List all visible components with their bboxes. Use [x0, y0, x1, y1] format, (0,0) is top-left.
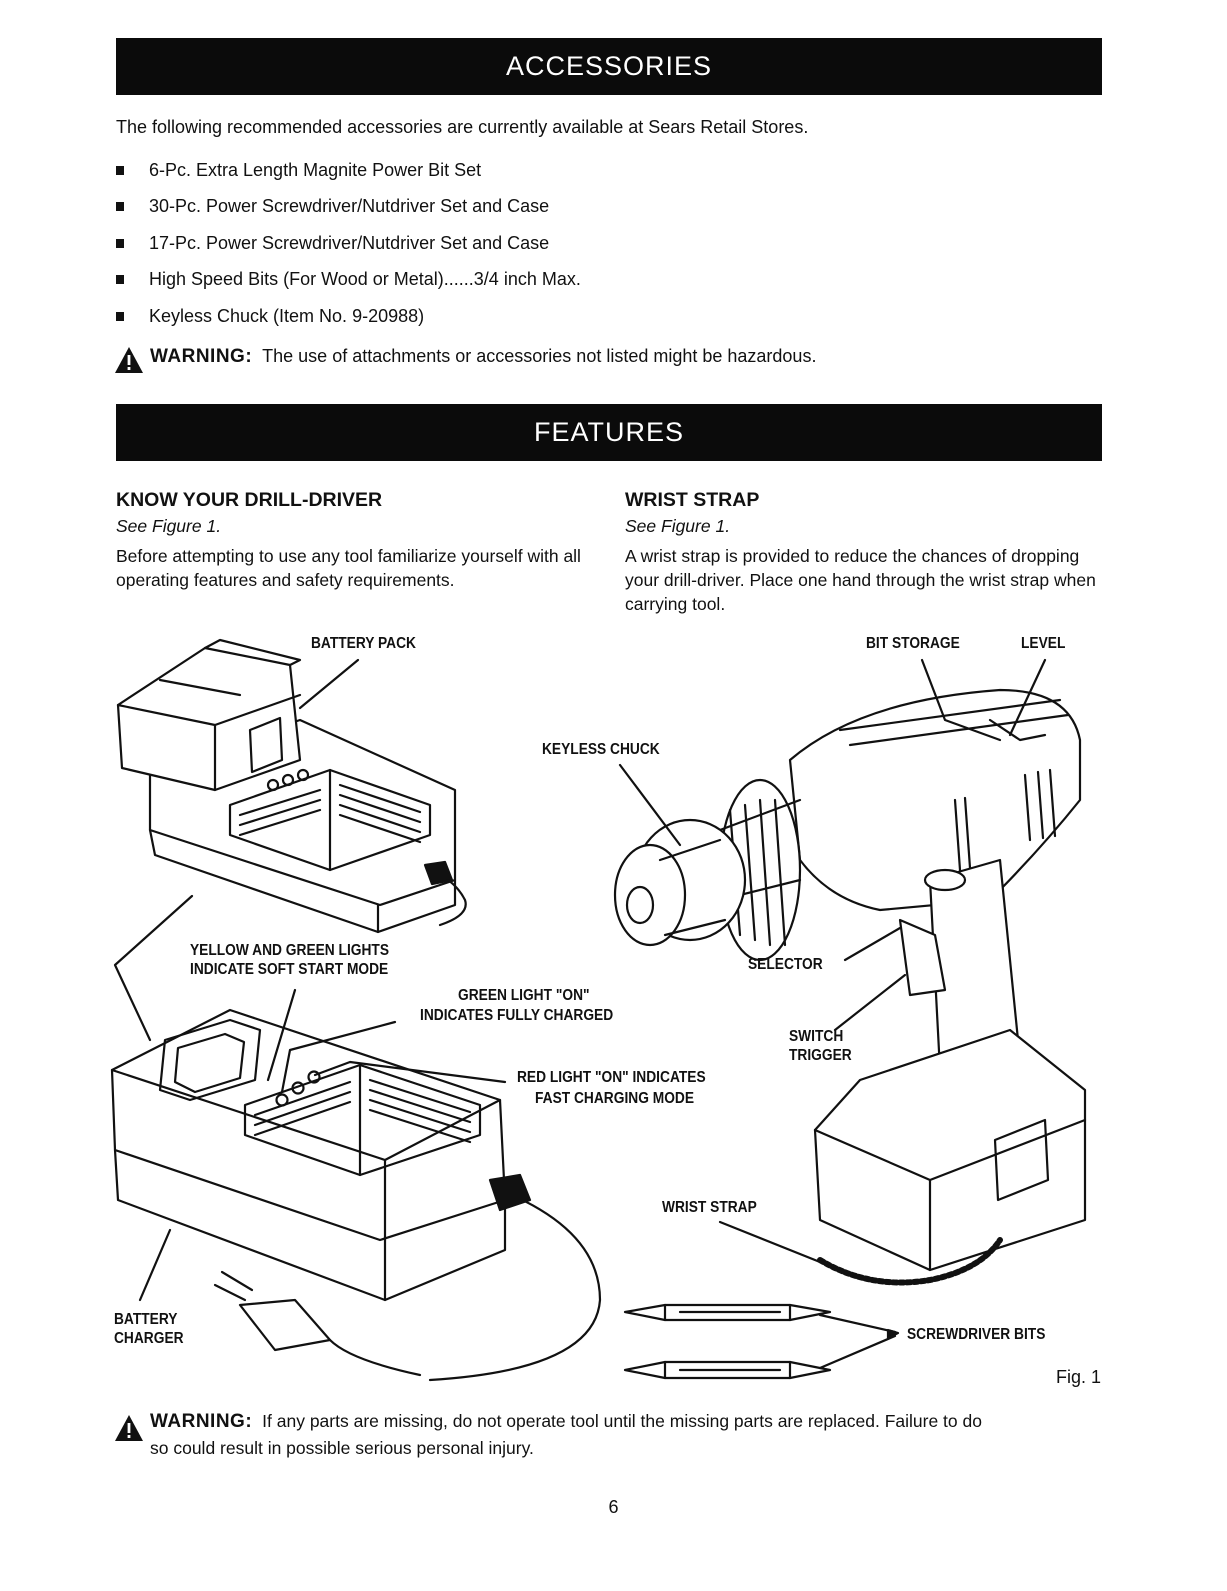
know-your-drill-section: KNOW YOUR DRILL-DRIVER See Figure 1. Bef…: [116, 486, 586, 592]
warning-label: WARNING:: [150, 346, 253, 367]
label-bit-storage: BIT STORAGE: [866, 635, 960, 652]
features-title: FEATURES: [533, 417, 684, 447]
label-fast-charging: FAST CHARGING MODE: [535, 1090, 695, 1107]
warning-label: WARNING:: [150, 1411, 253, 1432]
drill-driver-drawing: [613, 658, 1087, 1286]
list-item: 30-Pc. Power Screwdriver/Nutdriver Set a…: [116, 189, 581, 226]
screwdriver-bits-drawing: [623, 1303, 900, 1380]
label-wrist-strap: WRIST STRAP: [662, 1199, 757, 1216]
warning-text-line2: so could result in possible serious pers…: [150, 1438, 534, 1458]
bottom-warning: WARNING: If any parts are missing, do not…: [114, 1408, 982, 1461]
label-red-light: RED LIGHT "ON" INDICATES: [517, 1069, 706, 1086]
accessories-list: 6-Pc. Extra Length Magnite Power Bit Set…: [116, 152, 581, 335]
label-green-light: GREEN LIGHT "ON": [458, 987, 590, 1004]
figure-caption: Fig. 1: [1055, 1367, 1101, 1387]
label-screwdriver-bits: SCREWDRIVER BITS: [907, 1326, 1046, 1343]
battery-charger-drawing: [110, 894, 602, 1382]
label-battery-charger: BATTERY CHARGER: [114, 1311, 184, 1347]
label-switch-trigger: SWITCH TRIGGER: [789, 1028, 852, 1064]
wrist-see-figure: See Figure 1.: [625, 516, 731, 536]
bullet-icon: [116, 275, 124, 285]
features-banner: FEATURES: [116, 404, 1102, 461]
label-fully-charged: INDICATES FULLY CHARGED: [420, 1007, 614, 1024]
wrist-heading: WRIST STRAP: [625, 489, 760, 511]
list-item: 17-Pc. Power Screwdriver/Nutdriver Set a…: [116, 225, 581, 262]
bullet-icon: [116, 311, 124, 321]
list-item: 6-Pc. Extra Length Magnite Power Bit Set: [116, 152, 581, 189]
list-item: Keyless Chuck (Item No. 9-20988): [116, 298, 581, 335]
label-yellow-green-lights: YELLOW AND GREEN LIGHTS INDICATE SOFT ST…: [190, 942, 390, 978]
bullet-icon: [116, 238, 124, 248]
label-selector: SELECTOR: [748, 956, 823, 973]
list-item: High Speed Bits (For Wood or Metal).....…: [116, 262, 581, 299]
accessories-warning: WARNING: The use of attachments or acces…: [114, 346, 816, 374]
label-level: LEVEL: [1021, 635, 1066, 652]
page-number: 6: [608, 1497, 619, 1517]
accessories-title: ACCESSORIES: [505, 51, 713, 81]
know-heading: KNOW YOUR DRILL-DRIVER: [116, 489, 383, 511]
accessories-intro: The following recommended accessories ar…: [116, 117, 809, 137]
bullet-icon: [116, 202, 124, 212]
warning-text: The use of attachments or accessories no…: [262, 346, 817, 366]
know-body: Before attempting to use any tool famili…: [116, 546, 581, 590]
know-see-figure: See Figure 1.: [116, 516, 222, 536]
wrist-body: A wrist strap is provided to reduce the …: [625, 546, 1096, 614]
label-battery-pack: BATTERY PACK: [311, 635, 416, 652]
wrist-strap-section: WRIST STRAP See Figure 1. A wrist strap …: [625, 486, 1100, 616]
warning-triangle-icon: [115, 347, 143, 373]
warning-text-line1: If any parts are missing, do not operate…: [262, 1411, 982, 1431]
battery-pack-charger-drawing: [116, 638, 467, 934]
bullet-icon: [116, 165, 124, 175]
accessories-banner: ACCESSORIES: [116, 38, 1102, 95]
label-keyless-chuck: KEYLESS CHUCK: [542, 741, 660, 758]
warning-triangle-icon: [115, 1415, 143, 1441]
